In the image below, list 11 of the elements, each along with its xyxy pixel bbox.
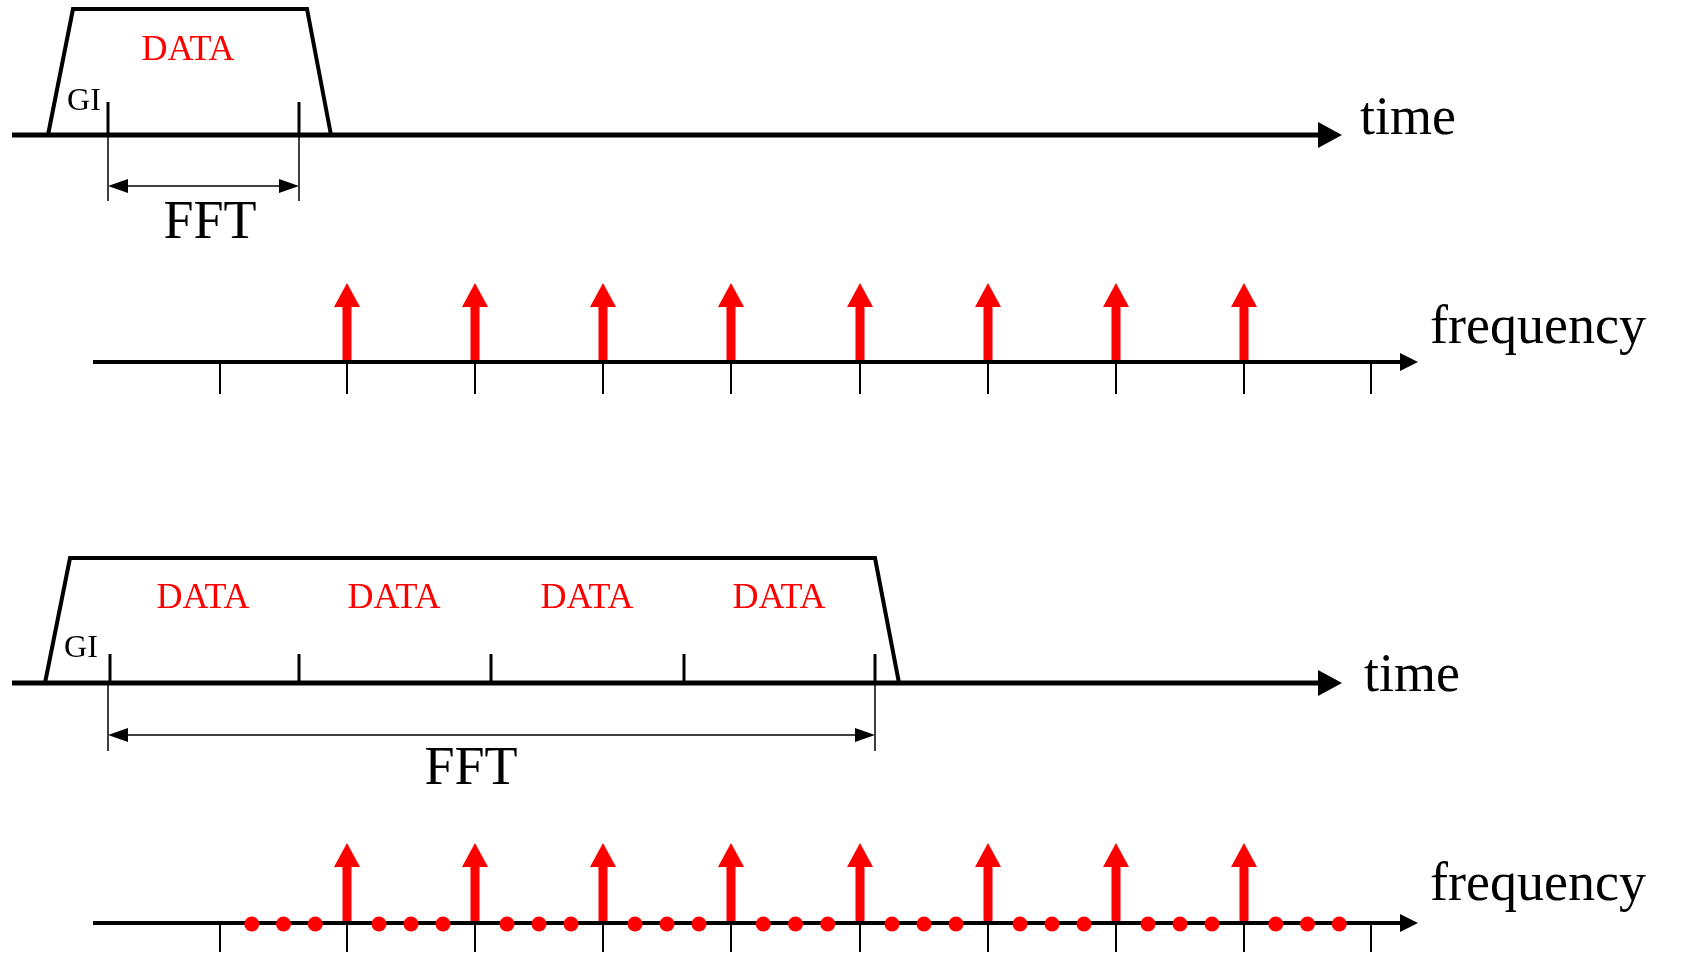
axis-label: FFT (424, 739, 518, 793)
axis-label: DATA (540, 578, 634, 614)
axis-label: GI (67, 83, 101, 115)
axis-label: DATA (347, 578, 441, 614)
axis-label: FFT (163, 193, 257, 247)
axis-label: time (1360, 89, 1456, 143)
axis-label: GI (64, 630, 98, 662)
axis-label: DATA (732, 578, 826, 614)
axis-label: DATA (141, 30, 235, 66)
axis-label: DATA (156, 578, 250, 614)
axis-label: time (1364, 646, 1460, 700)
